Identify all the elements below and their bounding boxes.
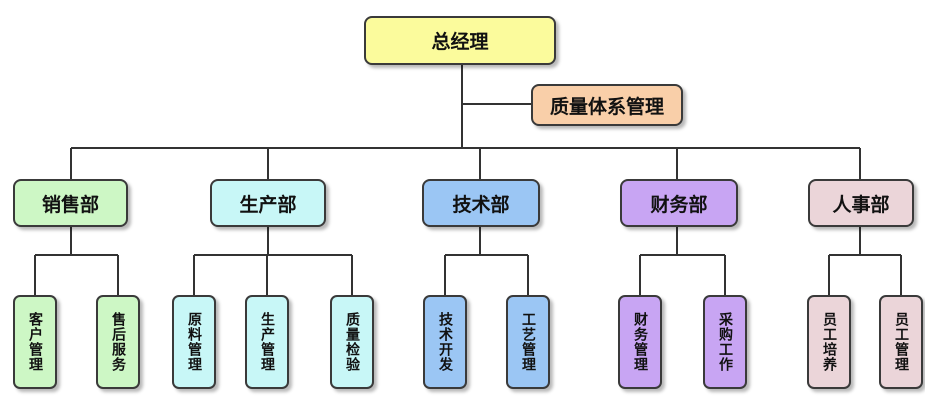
sub-unit-node: 员工管理	[879, 295, 923, 389]
sub-unit-node: 采购工作	[703, 295, 747, 389]
department-node: 财务部	[620, 179, 738, 227]
department-node: 生产部	[210, 179, 326, 227]
sub-unit-node: 原料管理	[172, 295, 216, 389]
root-node: 总经理	[364, 16, 556, 65]
sub-unit-node: 工艺管理	[506, 295, 550, 389]
department-node: 人事部	[808, 179, 914, 227]
sub-unit-node: 员工培养	[807, 295, 851, 389]
advisory-node: 质量体系管理	[531, 84, 683, 126]
sub-unit-node: 售后服务	[96, 295, 140, 389]
sub-unit-node: 生产管理	[245, 295, 289, 389]
sub-unit-node: 质量检验	[330, 295, 374, 389]
sub-unit-node: 技术开发	[423, 295, 467, 389]
sub-unit-node: 客户管理	[13, 295, 57, 389]
sub-unit-node: 财务管理	[618, 295, 662, 389]
department-node: 技术部	[422, 179, 540, 227]
department-node: 销售部	[13, 179, 128, 227]
